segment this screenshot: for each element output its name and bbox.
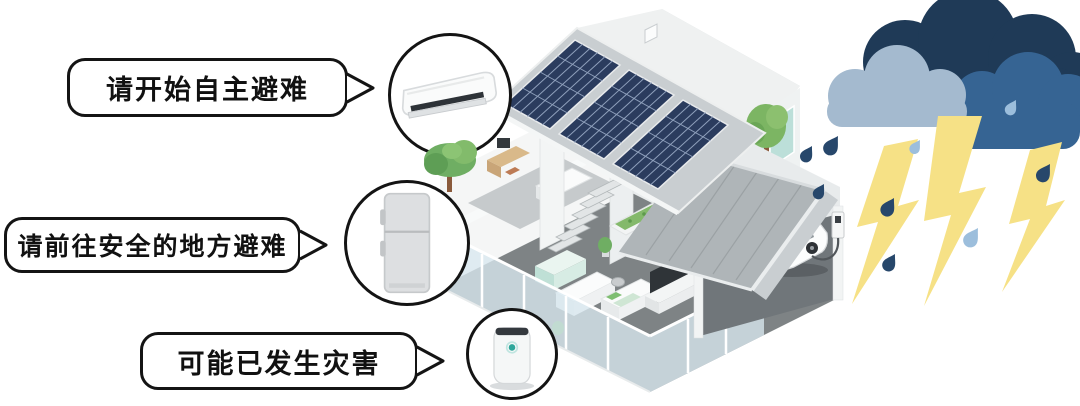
raindrop-icon	[820, 132, 845, 159]
solar-panel-icon	[505, 40, 728, 189]
lightning-bolt	[852, 139, 919, 304]
callout-bubble-disaster-occurred: 可能已发生灾害	[140, 332, 445, 390]
bubble-tail-icon	[416, 345, 445, 377]
refrigerator-icon	[380, 192, 431, 294]
device-badge-refrigerator	[344, 180, 470, 306]
solar-panel-roof	[490, 28, 765, 213]
bubble-tail-icon	[346, 72, 375, 103]
lightning-bolt	[924, 116, 986, 306]
air-conditioner-icon	[401, 71, 498, 119]
ev-charger-icon	[811, 211, 845, 261]
bubble-tail-icon	[299, 229, 328, 261]
raindrop-icon	[797, 143, 818, 165]
device-badge-air-conditioner	[388, 33, 512, 157]
callout-bubble-go-to-safety: 请前往安全的地方避难	[4, 217, 328, 273]
stairs	[547, 179, 623, 253]
storm-cloud-light-icon	[827, 45, 967, 127]
callout-bubble-start-evacuation: 请开始自主避难	[67, 58, 375, 117]
air-purifier-icon	[489, 327, 535, 391]
tree-icon	[424, 140, 477, 192]
house-icon	[440, 9, 845, 393]
callout-text: 请开始自主避难	[106, 75, 309, 105]
lightning-icon	[852, 116, 1065, 306]
lightning-bolt	[1002, 142, 1065, 292]
gable-wall	[577, 9, 800, 133]
robot-vacuum	[611, 277, 625, 287]
storm	[797, 0, 1080, 306]
callout-text: 可能已发生灾害	[177, 348, 381, 379]
device-badge-air-purifier	[466, 308, 558, 400]
callout-text: 请前往安全的地方避难	[17, 233, 288, 261]
